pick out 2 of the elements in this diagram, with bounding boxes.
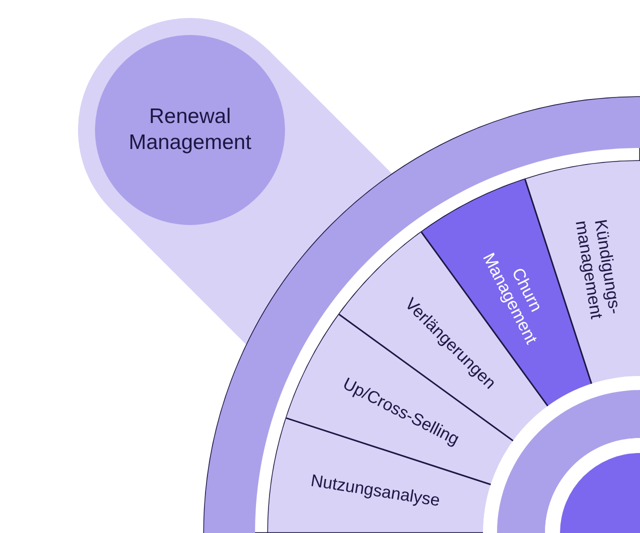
- segment-label: Kündigungs- management: [570, 217, 626, 322]
- topic-title: Renewal Management: [128, 104, 252, 156]
